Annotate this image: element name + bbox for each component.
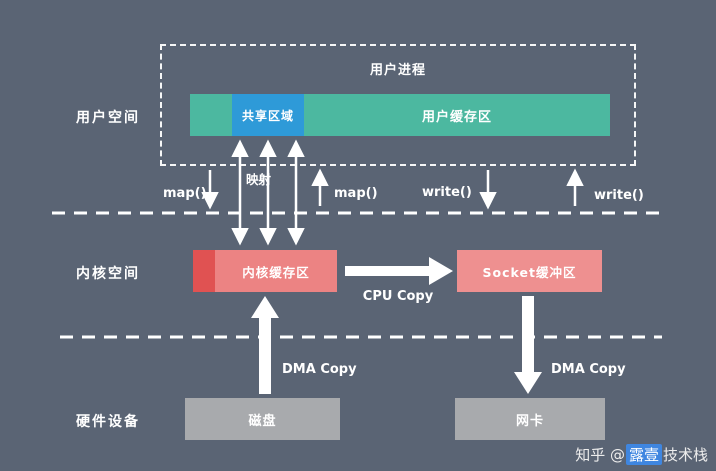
dma-copy-left-label: DMA Copy (282, 362, 357, 377)
user-process-box: 用户进程 (160, 44, 636, 166)
socket-buffer-box: Socket缓冲区 (457, 250, 602, 292)
write-right-label: write() (594, 188, 644, 203)
mapping-label: 映射 (246, 172, 272, 187)
disk-box: 磁盘 (185, 398, 340, 440)
user-process-title: 用户进程 (369, 63, 426, 78)
user-space-label: 用户空间 (76, 110, 140, 126)
shared-region-box: 共享区域 (232, 94, 304, 136)
dma-copy-right-arrow-icon (514, 296, 542, 394)
hardware-label: 硬件设备 (76, 414, 140, 430)
dma-copy-right-label: DMA Copy (551, 362, 626, 377)
watermark: 知乎 @露壹技术栈 (575, 444, 708, 465)
cpu-copy-label: CPU Copy (362, 289, 434, 304)
user-buffer-label: 用户缓存区 (421, 109, 492, 125)
write-left-label: write() (422, 185, 472, 200)
kernel-buffer-box: 内核缓存区 (193, 250, 337, 292)
kernel-buffer-accent (193, 250, 215, 292)
map-right-label: map() (334, 186, 378, 201)
kernel-space-label: 内核空间 (76, 266, 140, 282)
cpu-copy-arrow-icon (345, 257, 453, 285)
watermark-prefix: 知乎 @ (575, 446, 625, 464)
user-buffer-bar: 共享区域 用户缓存区 (190, 94, 610, 136)
dma-copy-left-arrow-icon (251, 296, 279, 394)
map-left-label: map() (163, 186, 207, 201)
kernel-buffer-label: 内核缓存区 (242, 264, 310, 280)
watermark-suffix: 技术栈 (662, 446, 708, 464)
watermark-highlight: 露壹 (625, 444, 662, 465)
nic-box: 网卡 (455, 398, 605, 440)
